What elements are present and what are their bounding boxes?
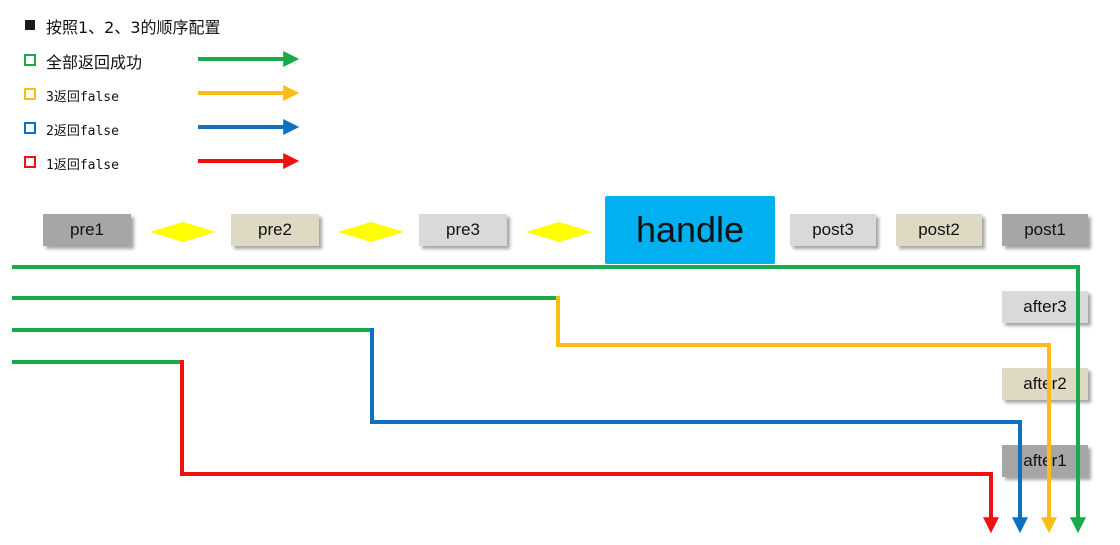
node-post1-label: post1 [1024,220,1066,239]
connector-diamond-1 [150,222,216,242]
hollow-square-red-icon [24,156,36,168]
legend-header-label: 按照1、2、3的顺序配置 [46,18,221,37]
square-bullet-icon [25,20,35,30]
legend-header-text: 按照1、2、3的顺序配置 [46,14,221,38]
legend-item-label: 全部返回成功 [46,53,143,72]
node-pre1-label: pre1 [69,220,105,239]
path-all-success [12,265,1086,534]
node-post1: post1 [1002,214,1088,246]
legend-item-label: 3返回false [46,90,119,105]
node-post2-label: post2 [918,220,960,239]
node-handle: handle [605,196,775,264]
node-pre3: pre3 [419,214,507,246]
node-post3-label: post3 [812,220,854,239]
legend-item-label: 2返回false [46,124,119,139]
hollow-square-blue-icon [24,122,36,134]
hollow-square-yellow-icon [24,88,36,100]
hollow-square-green-icon [24,54,36,66]
node-pre1: pre1 [43,214,131,246]
node-post2: post2 [896,214,982,246]
node-after1-label: after1 [1023,451,1067,470]
connector-diamond-2 [338,222,404,242]
connector-diamond-3 [526,222,592,242]
path-1-false-red-segment [180,360,999,534]
path-3-false-yellow-segment [556,296,1057,534]
node-after1: after1 [1002,445,1088,477]
node-pre2: pre2 [231,214,319,246]
node-after3-label: after3 [1023,297,1067,316]
node-handle-label: handle [635,209,745,250]
node-after2: after2 [1002,368,1088,400]
node-pre3-label: pre3 [445,220,481,239]
node-after3: after3 [1002,291,1088,323]
node-post3: post3 [790,214,876,246]
legend-item-label: 1返回false [46,158,119,173]
path-2-false-blue-segment [370,328,1028,534]
node-pre2-label: pre2 [257,220,293,239]
node-after2-label: after2 [1023,374,1067,393]
